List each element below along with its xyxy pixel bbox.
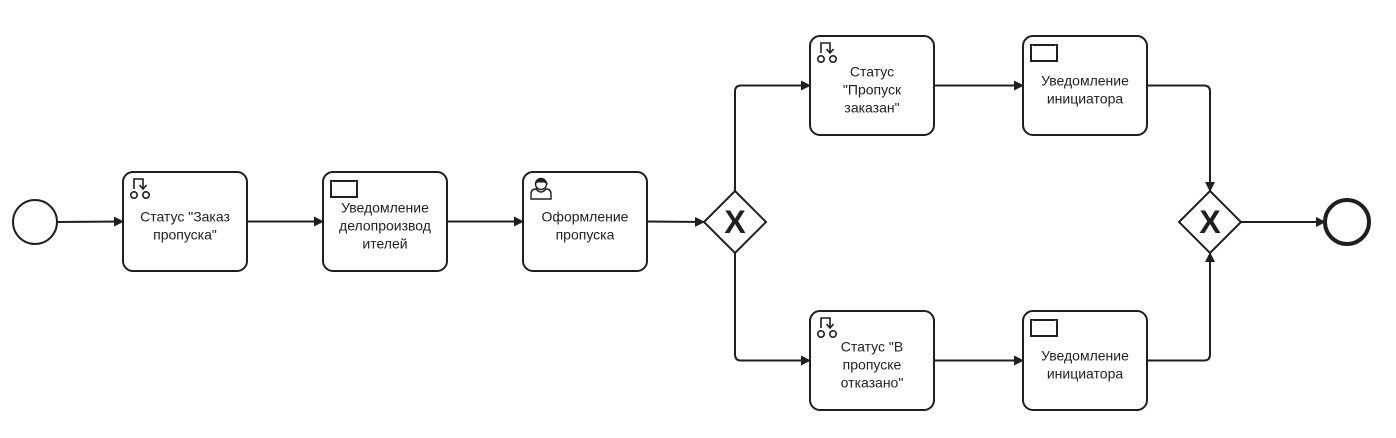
task-label-line: Уведомление [1041, 73, 1129, 89]
send-task-t2[interactable]: Уведомление делопроизвод ителей [322, 171, 448, 272]
task-label: Уведомление делопроизвод ителей [339, 200, 431, 252]
service-task-t6[interactable]: Статус "В пропуске отказано" [809, 310, 935, 411]
gateway-marker: X [1199, 204, 1221, 240]
task-label: Статус "Пропуск заказан" [843, 64, 902, 116]
task-label: Статус "В пропуске отказано" [841, 339, 904, 391]
task-label-line: Статус "В [841, 339, 903, 355]
task-label-line: Уведомление [1041, 348, 1129, 364]
task-label-line: пропуска" [153, 227, 217, 243]
start-event[interactable] [12, 199, 58, 245]
sequence-flow-icon [816, 42, 837, 63]
user-icon [530, 177, 552, 200]
task-box [809, 35, 935, 136]
envelope-icon [330, 180, 358, 198]
send-task-t5[interactable]: Уведомление инициатора [1022, 35, 1148, 136]
gateway-diamond [702, 189, 768, 255]
task-box [522, 171, 648, 272]
envelope-icon [1030, 319, 1058, 337]
start-event-circle [12, 199, 58, 245]
task-label-line: отказано" [841, 375, 904, 391]
task-box [122, 171, 248, 272]
sequence-flows [56, 80, 1326, 366]
exclusive-gateway-split[interactable]: X [702, 189, 768, 255]
task-label-line: инициатора [1047, 366, 1124, 382]
task-label-line: ителей [362, 236, 407, 252]
task-label-line: "Пропуск [843, 82, 902, 98]
sequence-flow-split-t6[interactable] [734, 253, 811, 366]
service-task-t1[interactable]: Статус "Заказ пропуска" [122, 171, 248, 272]
end-event-circle [1323, 198, 1371, 246]
gateway-diamond [1177, 189, 1243, 255]
sequence-flow-t5-join[interactable] [1147, 84, 1215, 192]
task-label-line: пропуска [556, 227, 615, 243]
task-label: Статус "Заказ пропуска" [140, 209, 230, 243]
envelope-icon [1030, 44, 1058, 62]
sequence-flow-t7-join[interactable] [1147, 252, 1215, 362]
task-box [809, 310, 935, 411]
task-label-line: заказан" [844, 100, 899, 116]
sequence-flow-icon [816, 317, 837, 338]
end-event[interactable] [1323, 198, 1371, 246]
gateway-marker: X [724, 204, 746, 240]
task-label-line: инициатора [1047, 91, 1124, 107]
send-task-t7[interactable]: Уведомление инициатора [1022, 310, 1148, 411]
task-label-line: Статус "Заказ [140, 209, 230, 225]
task-label: Уведомление инициатора [1041, 348, 1129, 382]
user-task-t3[interactable]: Оформление пропуска [522, 171, 648, 272]
flow-nodes: X X Статус "Заказ пропуска" Уведомление делоп… [12, 35, 1371, 411]
task-label-line: Статус [850, 64, 894, 80]
task-label-line: Оформление [542, 209, 629, 225]
sequence-flow-split-t4[interactable] [734, 80, 811, 192]
task-label-line: делопроизвод [339, 218, 431, 234]
task-label: Оформление пропуска [542, 209, 629, 243]
sequence-flow-icon [130, 178, 151, 200]
service-task-t4[interactable]: Статус "Пропуск заказан" [809, 35, 935, 136]
sequence-flow-t3-split[interactable] [646, 216, 705, 227]
task-label-line: пропуске [843, 357, 902, 373]
task-label: Уведомление инициатора [1041, 73, 1129, 107]
task-label-line: Уведомление [341, 200, 429, 216]
exclusive-gateway-join[interactable]: X [1177, 189, 1243, 255]
sequence-flow-start-t1[interactable] [56, 216, 124, 227]
